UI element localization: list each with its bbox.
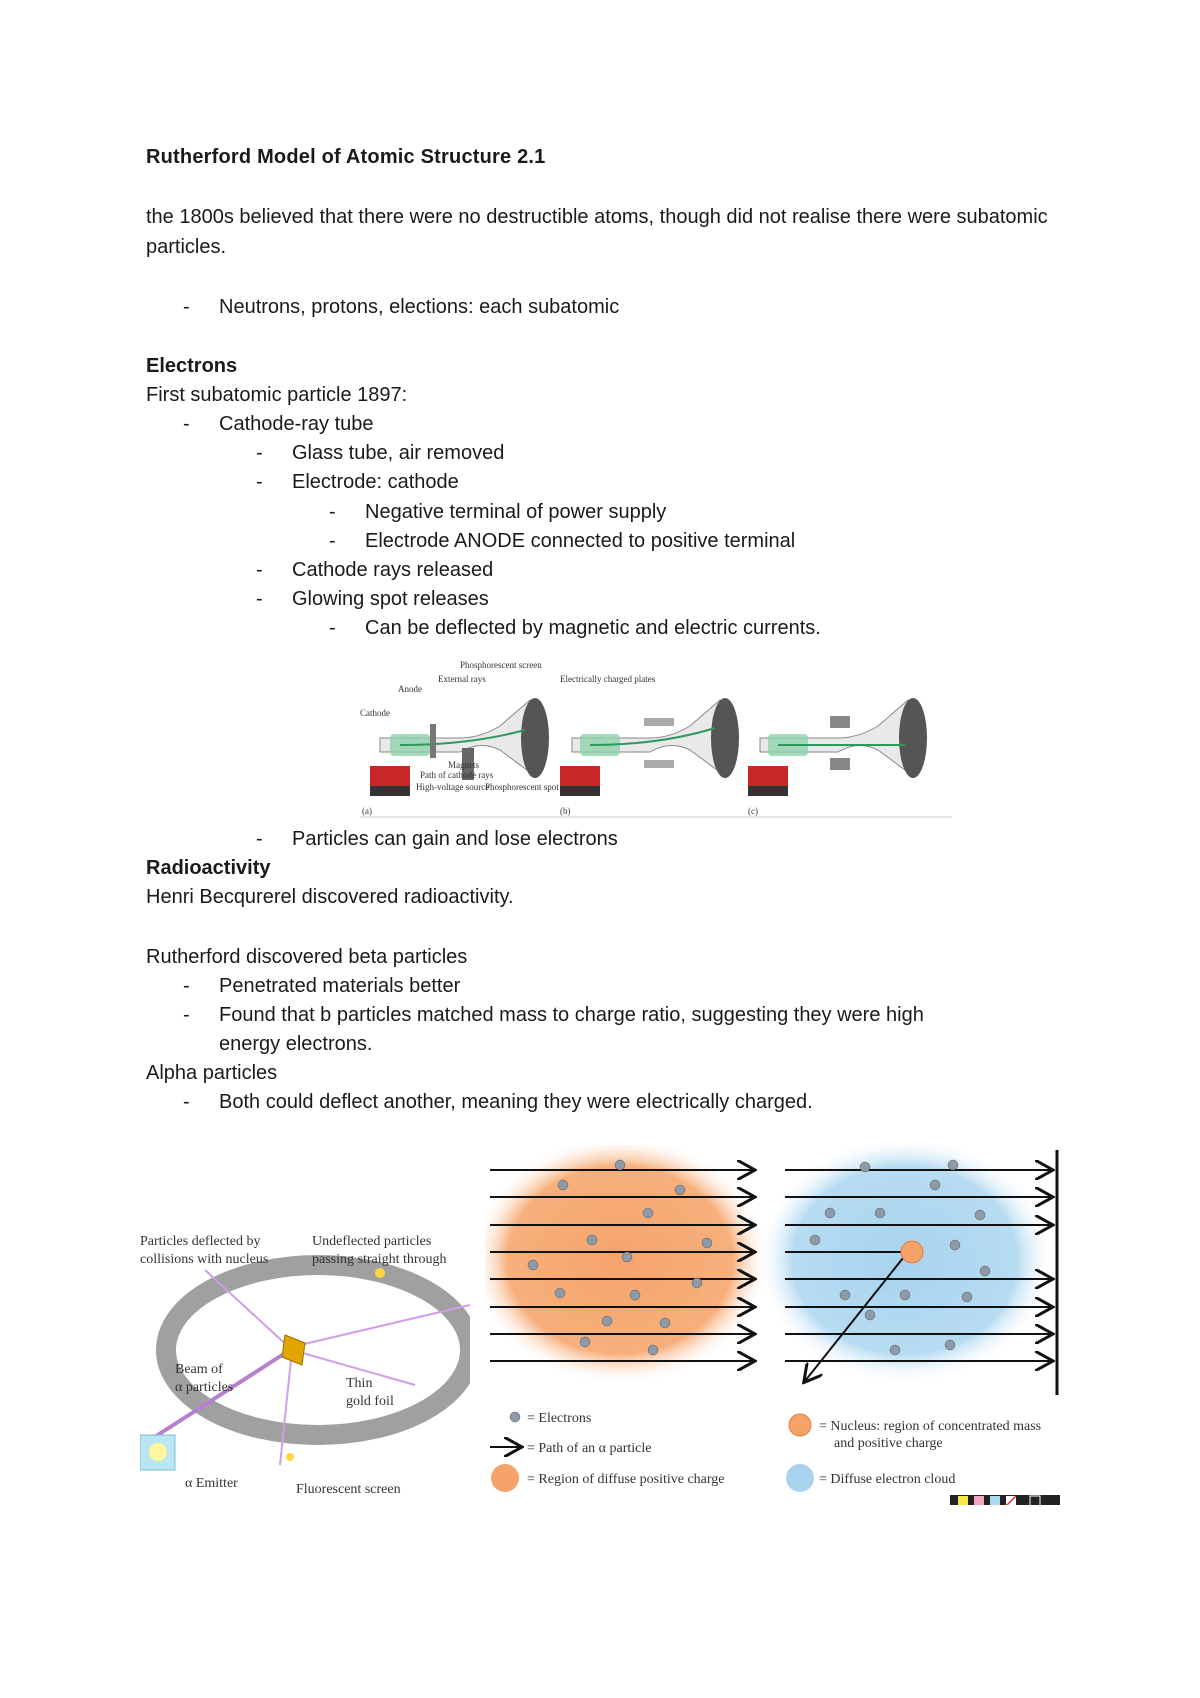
list-item: Negative terminal of power supply (365, 501, 667, 523)
radioactivity-heading: Radioactivity (146, 857, 271, 879)
legend-label: = Path of an α particle (527, 1441, 651, 1456)
edit-note-icon[interactable] (1029, 1495, 1041, 1505)
legend-label: = Diffuse electron cloud (819, 1472, 955, 1487)
figure-label: Particles deflected by (140, 1234, 261, 1249)
bullet-dash: - (183, 975, 190, 997)
bullet-dash: - (183, 1091, 190, 1113)
bullet-dash: - (183, 1004, 190, 1026)
legend-label: = Region of diffuse positive charge (527, 1472, 725, 1487)
figure-label: passing straight through (312, 1252, 447, 1267)
list-item: Glowing spot releases (292, 588, 489, 610)
bullet-dash: - (183, 296, 190, 318)
bullet-dash: - (183, 413, 190, 435)
list-item: Electrode: cathode (292, 471, 459, 493)
plum-pudding-model (485, 1145, 770, 1385)
figure-label: (c) (748, 806, 758, 816)
tube-c: (c) (748, 698, 927, 816)
bullet-dash: - (256, 471, 263, 493)
figure-label: α Emitter (185, 1476, 238, 1491)
tube-a: Phosphorescent screen External rays Anod… (360, 660, 559, 816)
figure-label: Undeflected particles (312, 1234, 431, 1249)
bullet-dash: - (256, 442, 263, 464)
list-item: Glass tube, air removed (292, 442, 505, 464)
cathode-ray-tube-figure: Phosphorescent screen External rays Anod… (360, 660, 952, 820)
figure-label: (a) (362, 806, 372, 816)
electrons-intro: First subatomic particle 1897: (146, 384, 408, 406)
figure-label: collisions with nucleus (140, 1252, 268, 1267)
electrons-heading: Electrons (146, 355, 238, 377)
list-item: Penetrated materials better (219, 975, 461, 997)
legend-label: = Nucleus: region of concentrated mass (819, 1419, 1041, 1434)
bullet-dash: - (329, 501, 336, 523)
bullet-dash: - (256, 588, 263, 610)
figure-label: gold foil (346, 1394, 394, 1409)
legend-label: and positive charge (834, 1436, 943, 1451)
list-item: Cathode rays released (292, 559, 494, 581)
beta-line: Rutherford discovered beta particles (146, 946, 468, 968)
alpha-line: Alpha particles (146, 1062, 278, 1084)
annotation-toolbar (950, 1495, 1060, 1505)
figure-label: Phosphorescent screen (460, 660, 542, 670)
highlight-yellow-swatch[interactable] (958, 1496, 968, 1505)
page-title: Rutherford Model of Atomic Structure 2.1 (146, 146, 546, 168)
list-item: Found that b particles matched mass to c… (219, 1004, 924, 1026)
intro-paragraph: the 1800s believed that there were no de… (146, 206, 1048, 258)
figure-label: Anode (398, 684, 422, 694)
list-item: Electrode ANODE connected to positive te… (365, 530, 796, 552)
figure-label: α particles (175, 1380, 233, 1395)
list-item: Both could deflect another, meaning they… (219, 1091, 813, 1113)
highlight-blue-swatch[interactable] (990, 1496, 1000, 1505)
figure-label: Electrically charged plates (560, 674, 656, 684)
list-item-continuation: energy electrons. (219, 1033, 373, 1055)
figure-label: Magnets (448, 760, 479, 770)
gold-foil-experiment-figure: Particles deflected by collisions with n… (140, 1234, 470, 1497)
bullet-dash: - (329, 617, 336, 639)
bullet-dash: - (329, 530, 336, 552)
figure-label: Thin (346, 1376, 372, 1391)
figure-label: High-voltage source (416, 782, 489, 792)
figure-label: (b) (560, 806, 571, 816)
radioactivity-line: Henri Becqurerel discovered radioactivit… (146, 886, 514, 908)
figure-label: Beam of (175, 1362, 223, 1377)
list-item: Cathode-ray tube (219, 413, 374, 435)
list-item: Particles can gain and lose electrons (292, 828, 618, 850)
legend: = Electrons = Path of an α particle = Re… (490, 1411, 1041, 1492)
figure-label: Phosphorescent spot (485, 782, 559, 792)
bullet-dash: - (256, 828, 263, 850)
highlight-pink-swatch[interactable] (974, 1496, 984, 1505)
figure-label: Path of cathode rays (420, 770, 494, 780)
intro-bullet: Neutrons, protons, elections: each subat… (219, 296, 620, 318)
figure-label: External rays (438, 674, 486, 684)
legend-label: = Electrons (527, 1411, 591, 1426)
figure-label: Cathode (360, 708, 390, 718)
atomic-models-figure: = Electrons = Path of an α particle = Re… (485, 1145, 1060, 1505)
figure-label: Fluorescent screen (296, 1482, 401, 1497)
bullet-dash: - (256, 559, 263, 581)
nuclear-model (755, 1145, 1059, 1395)
tube-b: Electrically charged plates (b) (560, 674, 739, 816)
list-item: Can be deflected by magnetic and electri… (365, 617, 821, 639)
